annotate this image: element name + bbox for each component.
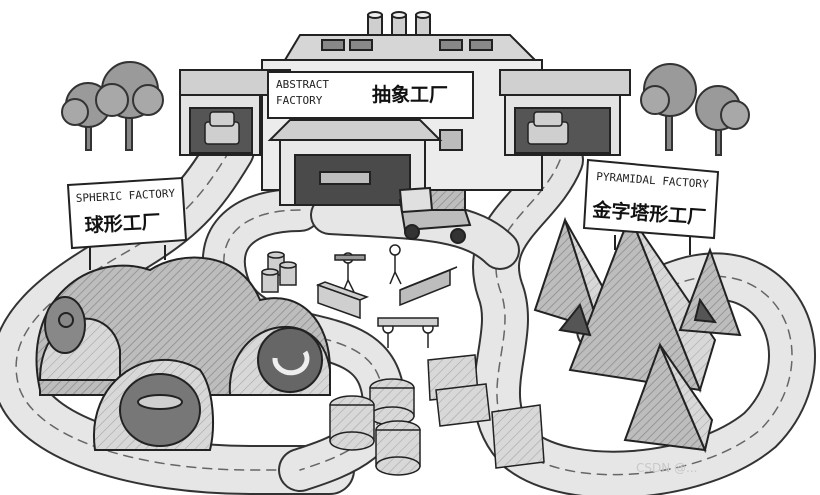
- abstract-sign-cn: 抽象工厂: [372, 83, 448, 106]
- pyramidal-factory-pyramids: [533, 212, 742, 454]
- trees-left: [61, 61, 164, 151]
- abstract-factory-building: [179, 11, 631, 206]
- spheric-sign-cn: 球形工厂: [84, 210, 161, 237]
- delivery-truck-icon: [398, 186, 472, 244]
- wedge-stacks-icon: [427, 354, 545, 469]
- spheric-factory-sign: SPHERIC FACTORY 球形工厂: [66, 176, 188, 270]
- trees-right: [640, 63, 750, 156]
- armchair-right-icon: [527, 111, 569, 145]
- abstract-sign-en-line1: ABSTRACT: [276, 78, 329, 91]
- spheric-factory-domes: [35, 256, 331, 451]
- spheric-sign-en: SPHERIC FACTORY: [75, 187, 175, 205]
- workers-icon: [334, 244, 439, 348]
- disc-stacks-icon: [329, 378, 421, 476]
- abstract-sign-en-line2: FACTORY: [276, 94, 323, 107]
- abstract-factory-sign: ABSTRACT FACTORY 抽象工厂: [267, 71, 474, 119]
- armchair-left-icon: [204, 111, 240, 145]
- watermark-text: CSDN @...: [636, 461, 697, 475]
- pyramidal-factory-sign: PYRAMIDAL FACTORY 金字塔形工厂: [582, 158, 720, 255]
- planks-icon: [315, 266, 458, 320]
- barrels-icon: [261, 251, 297, 293]
